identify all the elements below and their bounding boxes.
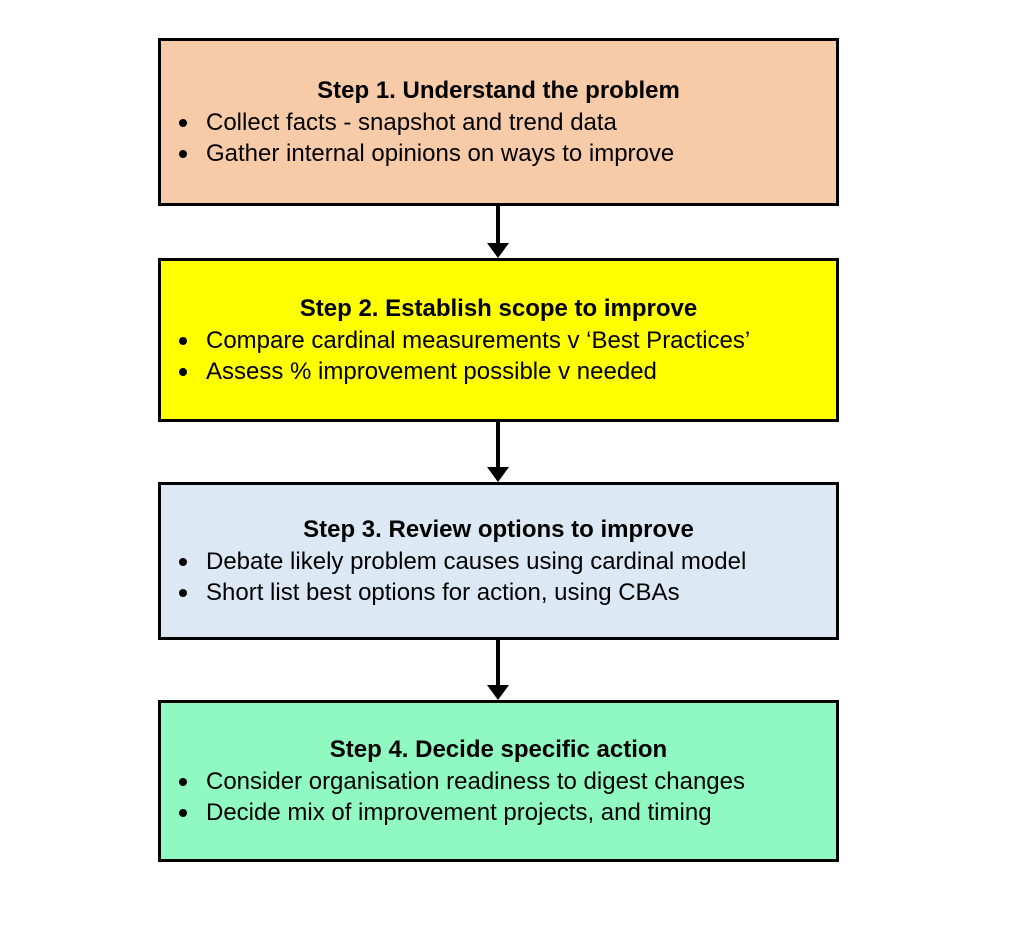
bullet-item: Decide mix of improvement projects, and …: [179, 797, 836, 828]
arrow-head-down-icon: [487, 243, 509, 258]
step-4-title: Step 4. Decide specific action: [329, 736, 668, 763]
bullet-dot: [179, 588, 187, 597]
bullet-item: Compare cardinal measurements v ‘Best Pr…: [179, 325, 836, 356]
bullet-text: Assess % improvement possible v needed: [206, 358, 657, 385]
bullet-item: Assess % improvement possible v needed: [179, 356, 836, 387]
step-2-box: Step 2. Establish scope to improve Compa…: [158, 258, 839, 422]
step-4-box: Step 4. Decide specific action Consider …: [158, 700, 839, 862]
step-2-title: Step 2. Establish scope to improve: [299, 295, 698, 322]
bullet-text: Debate likely problem causes using cardi…: [206, 548, 747, 575]
step-2-bullets: Compare cardinal measurements v ‘Best Pr…: [161, 325, 836, 387]
bullet-item: Short list best options for action, usin…: [179, 577, 836, 608]
bullet-dot: [179, 367, 187, 376]
arrow-line: [496, 422, 500, 467]
bullet-text: Decide mix of improvement projects, and …: [206, 799, 712, 826]
arrow-head-down-icon: [487, 467, 509, 482]
bullet-dot: [179, 118, 187, 127]
step-4-bullets: Consider organisation readiness to diges…: [161, 766, 836, 828]
bullet-dot: [179, 808, 187, 817]
bullet-item: Debate likely problem causes using cardi…: [179, 546, 836, 577]
bullet-dot: [179, 777, 187, 786]
step-3-box: Step 3. Review options to improve Debate…: [158, 482, 839, 640]
connector-arrow-3: [486, 640, 510, 700]
step-3-title: Step 3. Review options to improve: [303, 516, 694, 543]
connector-arrow-1: [486, 206, 510, 258]
step-1-title: Step 1. Understand the problem: [317, 77, 680, 104]
arrow-line: [496, 640, 500, 685]
bullet-dot: [179, 557, 187, 566]
bullet-item: Consider organisation readiness to diges…: [179, 766, 836, 797]
bullet-text: Consider organisation readiness to diges…: [206, 768, 746, 795]
bullet-text: Collect facts - snapshot and trend data: [206, 109, 617, 136]
bullet-text: Short list best options for action, usin…: [206, 579, 680, 606]
step-1-box: Step 1. Understand the problem Collect f…: [158, 38, 839, 206]
bullet-item: Gather internal opinions on ways to impr…: [179, 138, 836, 169]
bullet-item: Collect facts - snapshot and trend data: [179, 107, 836, 138]
step-1-bullets: Collect facts - snapshot and trend data …: [161, 107, 836, 169]
bullet-text: Compare cardinal measurements v ‘Best Pr…: [206, 327, 751, 354]
arrow-head-down-icon: [487, 685, 509, 700]
bullet-text: Gather internal opinions on ways to impr…: [206, 140, 675, 167]
connector-arrow-2: [486, 422, 510, 482]
arrow-line: [496, 206, 500, 243]
bullet-dot: [179, 336, 187, 345]
bullet-dot: [179, 149, 187, 158]
step-3-bullets: Debate likely problem causes using cardi…: [161, 546, 836, 608]
